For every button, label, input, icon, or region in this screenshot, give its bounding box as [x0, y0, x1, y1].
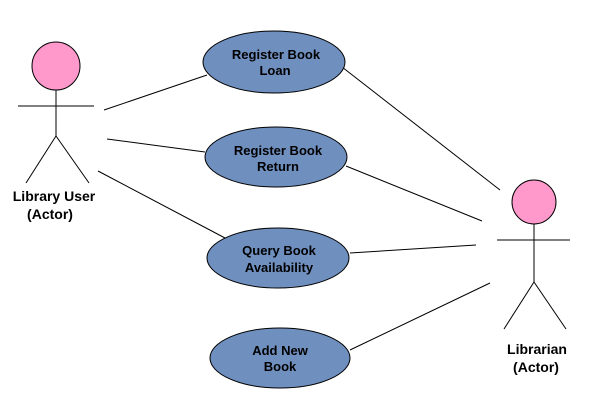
association-librarian-register-return [345, 165, 483, 222]
use-case-label-line1: Add New [252, 343, 309, 358]
use-case-register-book-return[interactable]: Register Book Return [204, 126, 348, 188]
actor-librarian[interactable]: Librarian (Actor) [497, 179, 570, 375]
actor-right-leg [533, 281, 567, 330]
use-case-ellipse [202, 30, 346, 94]
use-case-label-line2: Loan [259, 63, 290, 78]
actor-name-label: Librarian [507, 341, 567, 357]
use-case-ellipse [204, 126, 348, 188]
use-case-label-line1: Query Book [242, 243, 316, 258]
use-case-label-line1: Register Book [232, 47, 321, 62]
actor-left-leg [503, 281, 535, 330]
use-case-ellipse [206, 227, 350, 289]
association-librarian-register-loan [341, 66, 501, 191]
association-user-register-loan [103, 74, 208, 111]
actor-role-label: (Actor) [513, 359, 559, 375]
association-librarian-add-book [349, 282, 491, 351]
actor-library-user[interactable]: Library User (Actor) [13, 41, 96, 222]
actor-left-leg [25, 135, 57, 184]
actor-name-label: Library User [13, 188, 96, 204]
use-case-ellipse [209, 327, 351, 389]
actor-right-leg [55, 135, 90, 184]
use-case-add-new-book[interactable]: Add New Book [209, 327, 351, 389]
association-user-register-return [106, 138, 206, 153]
use-case-label-line1: Register Book [234, 143, 323, 158]
actor-head [31, 41, 81, 91]
use-case-register-book-loan[interactable]: Register Book Loan [202, 30, 346, 94]
use-case-query-book-availability[interactable]: Query Book Availability [206, 227, 350, 289]
association-librarian-query-availability [349, 244, 477, 254]
use-case-label-line2: Return [257, 159, 299, 174]
actor-head [511, 179, 557, 225]
use-case-label-line2: Availability [245, 260, 314, 275]
actor-role-label: (Actor) [27, 206, 73, 222]
use-case-label-line2: Book [264, 359, 297, 374]
association-user-query-availability [97, 170, 226, 239]
